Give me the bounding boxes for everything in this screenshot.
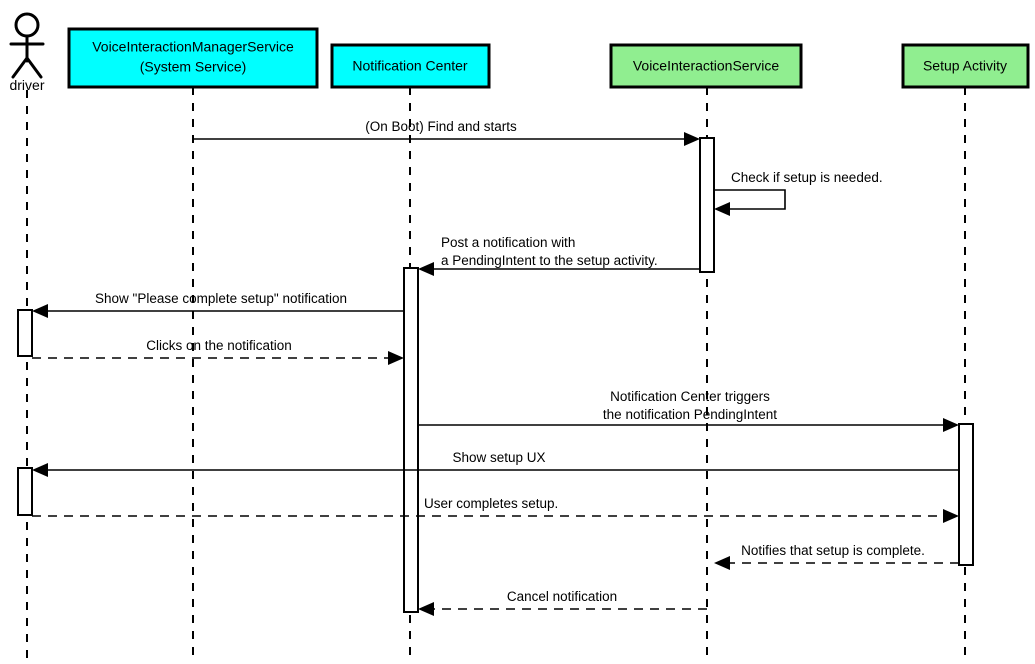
participant-voiceinteractionmanagerservice[interactable]: VoiceInteractionManagerService (System S… — [67, 27, 319, 89]
participant-label-setup-activity: Setup Activity — [923, 58, 1007, 74]
participant-box-notification-center[interactable] — [330, 43, 491, 89]
arrowhead-m6 — [943, 418, 959, 432]
participant-label-driver: driver — [9, 77, 44, 93]
participant-label-notification-center: Notification Center — [352, 58, 468, 74]
message-label-m6-line2: the notification PendingIntent — [603, 407, 777, 422]
arrowhead-m7 — [32, 463, 48, 477]
message-label-m1: (On Boot) Find and starts — [365, 119, 517, 134]
message-label-m4: Show "Please complete setup" notificatio… — [95, 291, 347, 306]
arrowhead-m5 — [388, 351, 404, 365]
participant-box-setup-activity[interactable] — [901, 43, 1030, 89]
participant-setup-activity[interactable]: Setup Activity — [901, 43, 1030, 89]
message-label-m3-line2: a PendingIntent to the setup activity. — [441, 253, 658, 268]
message-notifies-that-setup-is-complete[interactable]: Notifies that setup is complete. — [714, 543, 959, 570]
participant-label-voiceinteractionservice: VoiceInteractionService — [633, 58, 780, 74]
participant-voiceinteractionservice[interactable]: VoiceInteractionService — [609, 43, 803, 89]
actor-head-icon — [14, 12, 40, 38]
activation-bar-driver-1 — [17, 309, 33, 357]
activation-bar-setup-activity — [958, 423, 974, 566]
arrowhead-m1 — [684, 132, 700, 146]
activation-bar-notification-center — [403, 267, 419, 613]
message-show-setup-ux[interactable]: Show setup UX — [32, 450, 959, 477]
actor-leg-left-icon — [11, 56, 29, 79]
arrowhead-m9 — [714, 556, 730, 570]
message-label-m2: Check if setup is needed. — [731, 170, 883, 185]
participant-notification-center[interactable]: Notification Center — [330, 43, 491, 89]
arrowhead-m3 — [418, 262, 434, 276]
participant-box-vims[interactable] — [67, 27, 319, 89]
participant-label-vims-line2: (System Service) — [140, 59, 247, 75]
message-label-m10: Cancel notification — [507, 589, 617, 604]
message-label-m7: Show setup UX — [452, 450, 545, 465]
message-show-please-complete-setup-notification[interactable]: Show "Please complete setup" notificatio… — [32, 291, 404, 318]
message-post-a-notification[interactable]: Post a notification with a PendingIntent… — [418, 235, 700, 276]
activations-layer — [17, 137, 974, 613]
message-line-m2-self — [714, 189, 786, 210]
participant-label-vims-line1: VoiceInteractionManagerService — [92, 39, 294, 55]
participant-driver[interactable]: driver — [9, 12, 45, 93]
message-check-if-setup-is-needed[interactable]: Check if setup is needed. — [714, 170, 883, 216]
participant-box-voiceinteractionservice[interactable] — [609, 43, 803, 89]
arrowhead-m8 — [943, 509, 959, 523]
message-label-m5: Clicks on the notification — [146, 338, 292, 353]
activation-bar-voiceinteractionservice — [699, 137, 715, 273]
actor-leg-right-icon — [25, 56, 43, 79]
message-cancel-notification[interactable]: Cancel notification — [418, 589, 707, 616]
message-clicks-on-the-notification[interactable]: Clicks on the notification — [32, 338, 404, 365]
message-notification-center-triggers-pendingintent[interactable]: Notification Center triggers the notific… — [418, 389, 959, 432]
message-label-m6-line1: Notification Center triggers — [610, 389, 770, 404]
activation-bar-driver-2 — [17, 467, 33, 516]
arrowhead-m10 — [418, 602, 434, 616]
arrowhead-m2 — [714, 202, 730, 216]
message-on-boot-find-and-starts[interactable]: (On Boot) Find and starts — [193, 119, 700, 146]
message-label-m3-line1: Post a notification with — [441, 235, 575, 250]
message-user-completes-setup[interactable]: User completes setup. — [32, 496, 959, 523]
message-label-m8: User completes setup. — [424, 496, 558, 511]
arrowhead-m4 — [32, 304, 48, 318]
message-label-m9: Notifies that setup is complete. — [741, 543, 925, 558]
